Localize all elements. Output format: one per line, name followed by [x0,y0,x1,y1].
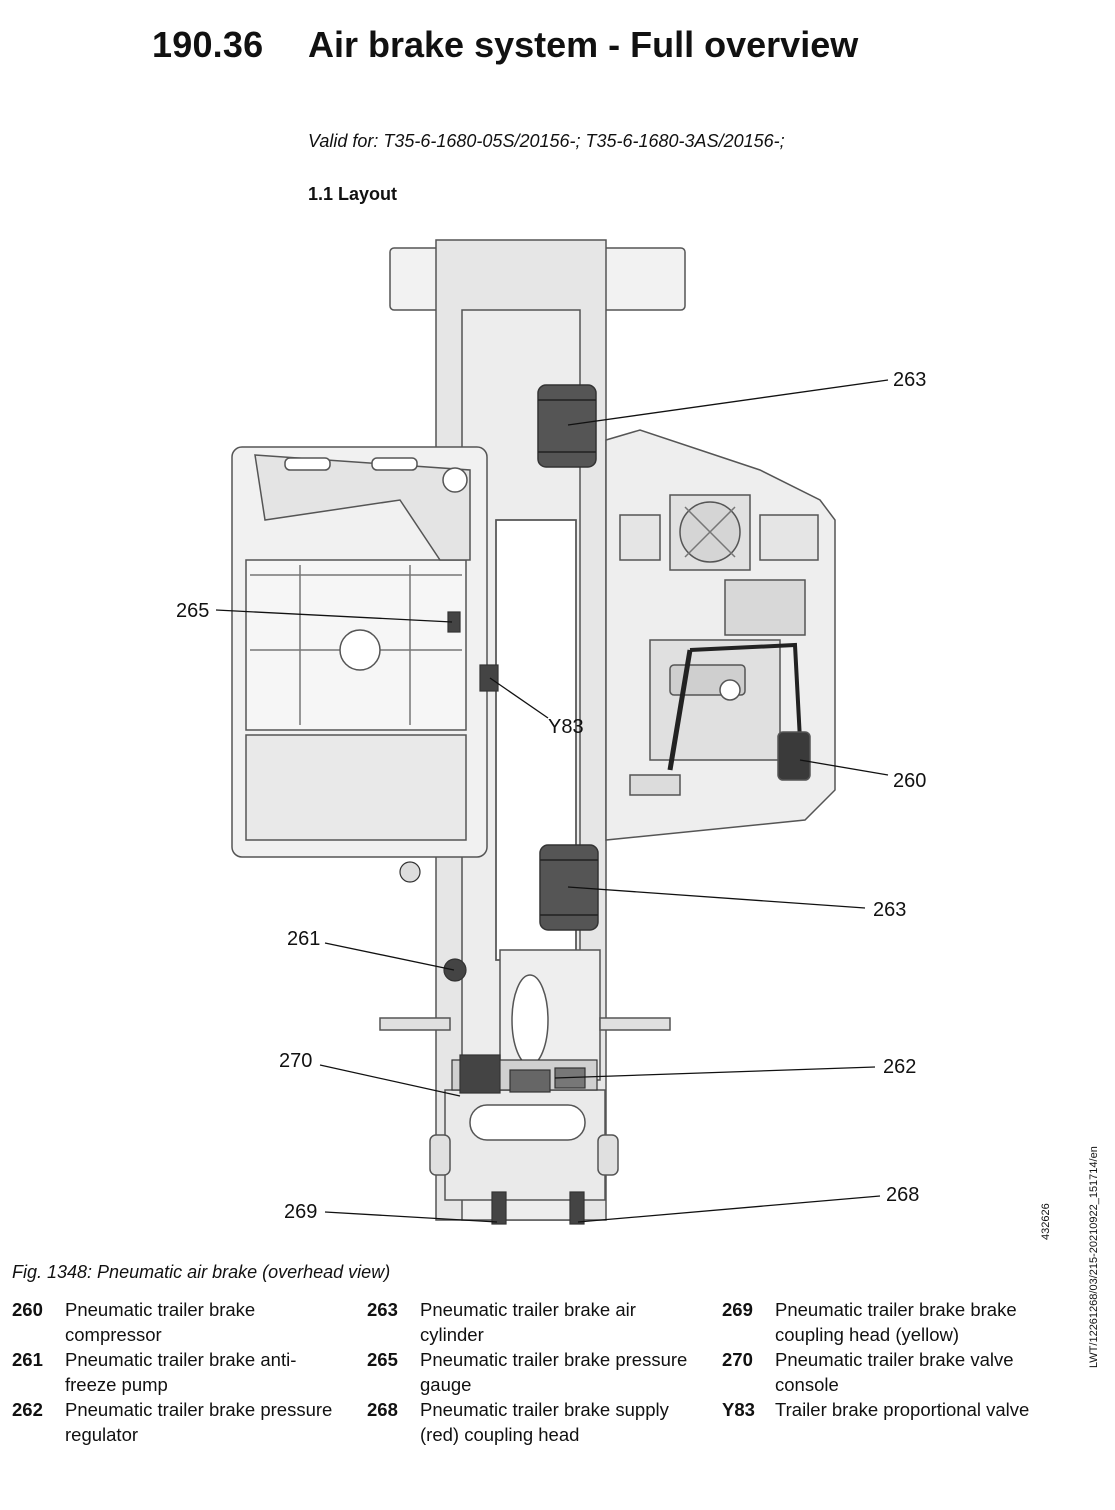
legend-item: 268 Pneumatic trailer brake supply (red)… [367,1397,722,1447]
legend-desc: Pneumatic trailer brake valve console [775,1349,1014,1395]
red-coupling-head-shape [569,1191,585,1225]
valid-for-note: Valid for: T35-6-1680-05S/20156-; T35-6-… [308,131,785,151]
engine-compartment [605,429,836,841]
callout-268: 268 [886,1184,919,1206]
leader-lines [215,379,889,1223]
yellow-coupling-head-shape [491,1191,507,1225]
air-brake-overhead-diagram: 263 265 Y83 260 263 261 270 262 269 268 [176,239,926,1225]
legend-desc: Pneumatic trailer brake pressure regulat… [65,1399,333,1445]
compressor-shape [777,731,811,781]
callout-262: 262 [883,1056,916,1078]
legend-desc: Pneumatic trailer brake brake coupling h… [775,1299,1017,1345]
legend-desc: Pneumatic trailer brake anti-freeze pump [65,1349,297,1395]
legend-desc: Trailer brake proportional valve [775,1399,1030,1420]
callout-269: 269 [284,1201,317,1223]
legend-code: 263 [367,1299,398,1320]
legend-desc: Pneumatic trailer brake compressor [65,1299,256,1345]
anti-freeze-pump-shape [443,958,467,982]
legend-desc: Pneumatic trailer brake supply (red) cou… [420,1399,669,1445]
legend-code: 260 [12,1299,43,1320]
legend-item: 263 Pneumatic trailer brake air cylinder [367,1297,722,1347]
legend-item: 265 Pneumatic trailer brake pressure gau… [367,1347,722,1397]
callout-265: 265 [176,600,209,622]
proportional-valve-shape [479,664,499,692]
legend-desc: Pneumatic trailer brake air cylinder [420,1299,636,1345]
legend-item: Y83 Trailer brake proportional valve [722,1397,1072,1447]
legend-code: 269 [722,1299,753,1320]
page-title: Air brake system - Full overview [308,24,859,65]
operator-cab [231,446,488,858]
legend-item: 262 Pneumatic trailer brake pressure reg… [12,1397,367,1447]
callout-260: 260 [893,770,926,792]
legend-item: 260 Pneumatic trailer brake compressor [12,1297,367,1347]
document-code: LWT/12261268/03/215-20210922_151714/en [1088,1146,1100,1368]
legend-code: 270 [722,1349,753,1370]
figure-caption: Fig. 1348: Pneumatic air brake (overhead… [12,1262,391,1282]
callout-263-lower: 263 [873,899,906,921]
callout-261: 261 [287,928,320,950]
legend-item: 269 Pneumatic trailer brake brake coupli… [722,1297,1072,1347]
legend-code: 265 [367,1349,398,1370]
legend-code: 262 [12,1399,43,1420]
legend: 260 Pneumatic trailer brake compressor 2… [12,1297,1072,1447]
legend-desc: Pneumatic trailer brake pressure gauge [420,1349,688,1395]
callout-270: 270 [279,1050,312,1072]
image-id: 432626 [1040,1203,1052,1240]
legend-code: 261 [12,1349,43,1370]
air-cylinder-upper [537,384,597,468]
legend-item: 261 Pneumatic trailer brake anti-freeze … [12,1347,367,1397]
legend-code: Y83 [722,1399,755,1420]
callout-y83: Y83 [548,716,584,738]
legend-code: 268 [367,1399,398,1420]
callout-263-upper: 263 [893,369,926,391]
layout-subheading: 1.1 Layout [308,184,398,204]
section-number: 190.36 [152,24,264,65]
legend-item: 270 Pneumatic trailer brake valve consol… [722,1347,1072,1397]
